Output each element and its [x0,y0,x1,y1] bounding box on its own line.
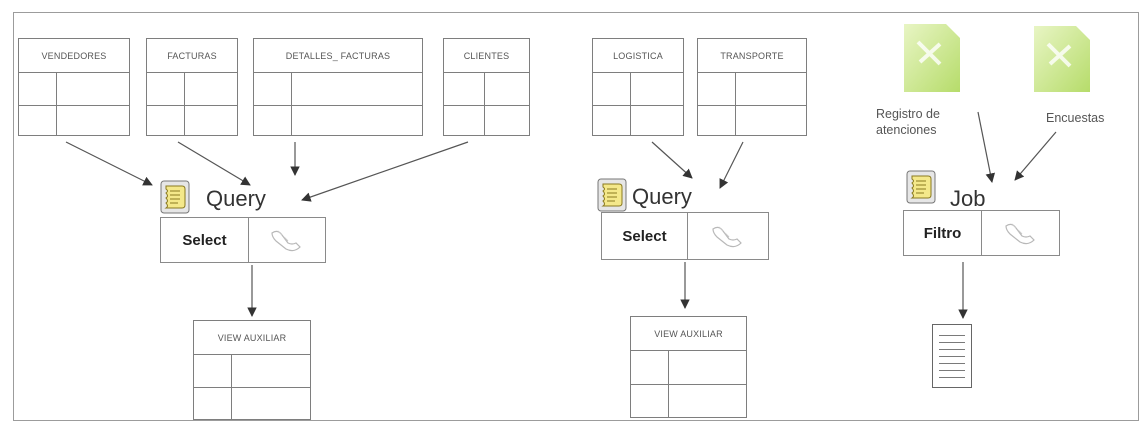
table-clientes: CLIENTES [443,38,530,136]
diagram-frame [13,12,1139,421]
arrow [301,141,469,202]
query-title: Query [632,184,692,209]
table-vendedores: VENDEDORES [18,38,130,136]
select-operation: Select [160,217,326,263]
table-title: VIEW AUXILIAR [194,321,310,355]
operation-label: Filtro [904,211,982,255]
hand-pointer-icon [247,218,325,262]
arrow [977,111,996,183]
table-title: FACTURAS [147,39,237,73]
table-title: LOGISTICA [593,39,683,73]
green-file-icon [1030,24,1094,99]
table-title: CLIENTES [444,39,529,73]
caption-line: Registro de [876,107,940,121]
select-operation: Select [601,212,769,260]
table-title: TRANSPORTE [698,39,806,73]
table-transporte: TRANSPORTE [697,38,807,136]
operation-label: Select [602,213,688,259]
arrow [651,141,693,179]
query-title: Query [206,186,266,211]
table-title: DETALLES_ FACTURAS [254,39,422,73]
source-encuestas-label: Encuestas [1046,110,1104,126]
hand-pointer-icon [686,213,768,259]
job-title: Job [950,186,986,211]
caption-line: atenciones [876,123,937,137]
green-file-icon [900,22,964,99]
document-icon [932,324,972,388]
operation-label: Select [161,218,249,262]
table-title: VENDEDORES [19,39,129,73]
table-title: VIEW AUXILIAR [631,317,746,351]
table-view-auxiliar: VIEW AUXILIAR [193,320,311,420]
scroll-icon [160,180,190,214]
scroll-icon [597,178,627,212]
table-logistica: LOGISTICA [592,38,684,136]
filtro-operation: Filtro [903,210,1060,256]
caption-line: Encuestas [1046,111,1105,125]
table-view-auxiliar: VIEW AUXILIAR [630,316,747,418]
scroll-icon [906,170,936,204]
arrow [1014,131,1057,181]
arrow [177,141,251,186]
source-registro-label: Registro de atenciones [876,106,940,138]
table-facturas: FACTURAS [146,38,238,136]
hand-pointer-icon [980,211,1059,255]
arrow [65,141,153,186]
arrow [719,141,744,189]
table-detalles-facturas: DETALLES_ FACTURAS [253,38,423,136]
